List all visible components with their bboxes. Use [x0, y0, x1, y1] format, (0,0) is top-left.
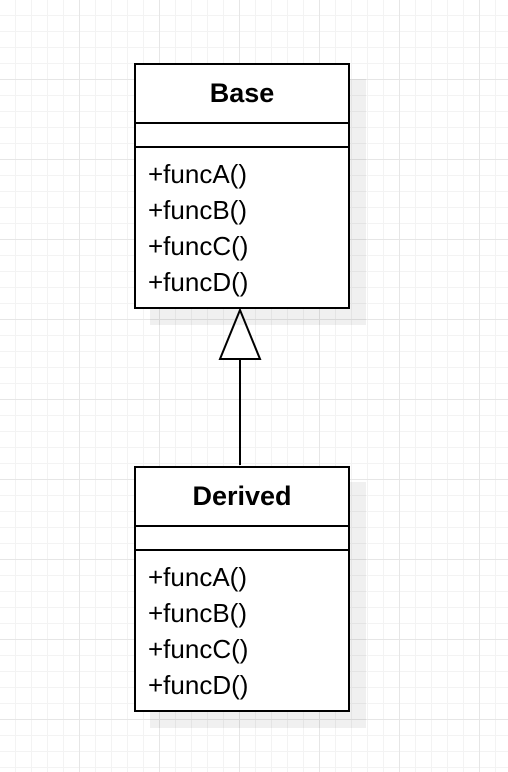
method-item: +funcC() [148, 231, 249, 261]
method-item: +funcD() [148, 267, 249, 297]
method-item: +funcD() [148, 670, 249, 700]
method-item: +funcB() [148, 195, 247, 225]
class-methods-derived: +funcA() +funcB() +funcC() +funcD() [136, 551, 348, 703]
class-box-derived[interactable]: Derived +funcA() +funcB() +funcC() +func… [134, 466, 350, 712]
class-name-derived: Derived [136, 468, 348, 527]
method-item: +funcB() [148, 598, 247, 628]
method-item: +funcA() [148, 159, 247, 189]
method-item: +funcC() [148, 634, 249, 664]
class-methods-base: +funcA() +funcB() +funcC() +funcD() [136, 148, 348, 300]
inheritance-arrowhead-icon [218, 307, 262, 360]
class-attributes-base [136, 124, 348, 148]
class-name-base: Base [136, 65, 348, 124]
class-attributes-derived [136, 527, 348, 551]
class-box-base[interactable]: Base +funcA() +funcB() +funcC() +funcD() [134, 63, 350, 309]
method-item: +funcA() [148, 562, 247, 592]
